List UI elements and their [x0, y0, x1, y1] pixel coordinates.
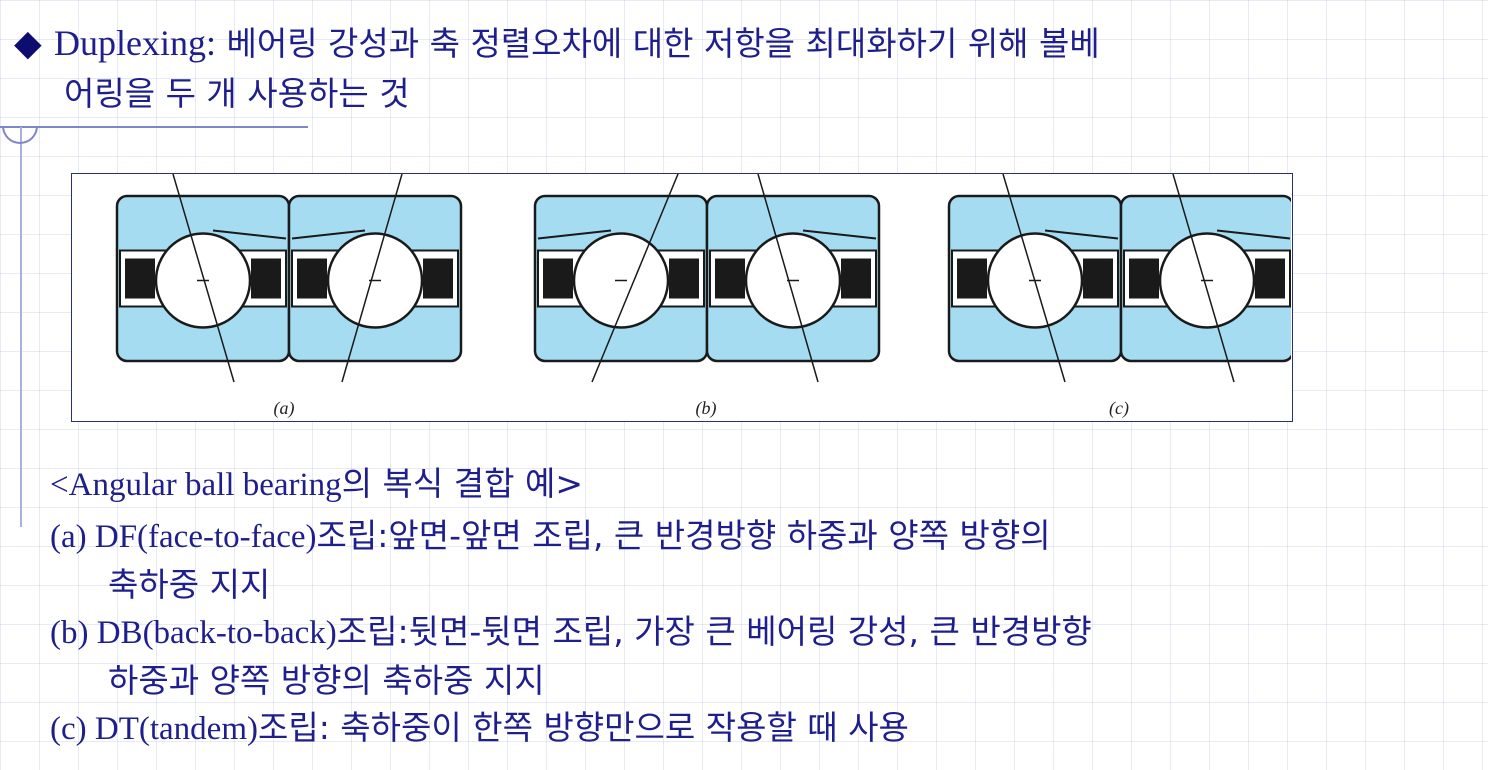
caption-block: <Angular ball bearing의 복식 결합 예> (a) DF(f…	[50, 460, 1470, 753]
item-text: 조립:뒷면-뒷면 조립, 가장 큰 베어링 강성, 큰 반경방향	[336, 612, 1092, 651]
bearing-shoulder	[291, 229, 366, 240]
bearing-shoulder	[1044, 229, 1119, 240]
term-duplexing: Duplexing:	[54, 23, 216, 63]
item-text: 조립:앞면-앞면 조립, 큰 반경방향 하중과 양쪽 방향의	[316, 516, 1051, 555]
contact-line	[341, 174, 403, 383]
figure-label-a: (a)	[274, 398, 295, 419]
bearing-diagram: (a) (b) (c)	[115, 174, 1291, 419]
caption-title-ko: 의 복식 결합 예>	[341, 464, 583, 503]
bearing-figure: (a) (b) (c)	[71, 173, 1293, 422]
bearing-cage-right	[841, 258, 871, 299]
contact-line	[757, 174, 819, 383]
item-text: 조립: 축하중이 한쪽 방향만으로 작용할 때 사용	[257, 708, 909, 747]
bearing-cage-left	[297, 258, 327, 299]
bearing-cage-right	[251, 258, 281, 299]
decorative-vertical-rule	[20, 127, 22, 527]
bearing-cage-right	[423, 258, 453, 299]
bearing-cage-left	[957, 258, 987, 299]
caption-item-a: (a) DF(face-to-face)조립:앞면-앞면 조립, 큰 반경방향 …	[50, 512, 1470, 561]
heading-bullet: ◆ Duplexing: 베어링 강성과 축 정렬오차에 대한 저항을 최대화하기…	[14, 18, 1474, 119]
bearing-shoulder	[802, 229, 877, 240]
bearing-cage-right	[1255, 258, 1285, 299]
contact-line	[1172, 174, 1235, 383]
contact-line	[591, 174, 679, 383]
caption-item-c: (c) DT(tandem)조립: 축하중이 한쪽 방향만으로 작용할 때 사용	[50, 704, 1470, 753]
figure-label-c: (c)	[1109, 398, 1129, 419]
item-code: (b) DB(back-to-back)	[50, 615, 337, 651]
bearing-cage-left	[715, 258, 745, 299]
bearing-cage-left	[1129, 258, 1159, 299]
bearing-cage-left	[125, 258, 155, 299]
decorative-rule	[0, 126, 308, 128]
bearing-cage-left	[543, 258, 573, 299]
item-code: (a) DF(face-to-face)	[50, 519, 317, 555]
definition-text: 베어링 강성과 축 정렬오차에 대한 저항을 최대화하기 위해 볼베	[215, 24, 1100, 63]
figure-label-b: (b)	[696, 398, 717, 419]
caption-item-b-cont: 하중과 양쪽 방향의 축하중 지지	[108, 661, 545, 700]
contact-line	[172, 174, 235, 383]
bearing-shoulder	[537, 229, 612, 240]
bearing-shoulder	[1216, 229, 1291, 240]
contact-line	[1002, 174, 1066, 383]
decorative-arc-icon	[2, 126, 38, 144]
item-code: (c) DT(tandem)	[50, 711, 258, 747]
bearing-shoulder	[212, 229, 287, 240]
bearing-cage-right	[1083, 258, 1113, 299]
diamond-bullet-icon: ◆	[14, 23, 42, 63]
definition-text-continued: 어링을 두 개 사용하는 것	[64, 74, 410, 113]
caption-item-a-cont: 축하중 지지	[108, 565, 271, 604]
bearing-cage-right	[669, 258, 699, 299]
caption-item-b: (b) DB(back-to-back)조립:뒷면-뒷면 조립, 가장 큰 베어…	[50, 608, 1470, 657]
caption-title: <Angular ball bearing의 복식 결합 예>	[50, 460, 1470, 509]
caption-title-en: <Angular ball bearing	[50, 467, 342, 503]
